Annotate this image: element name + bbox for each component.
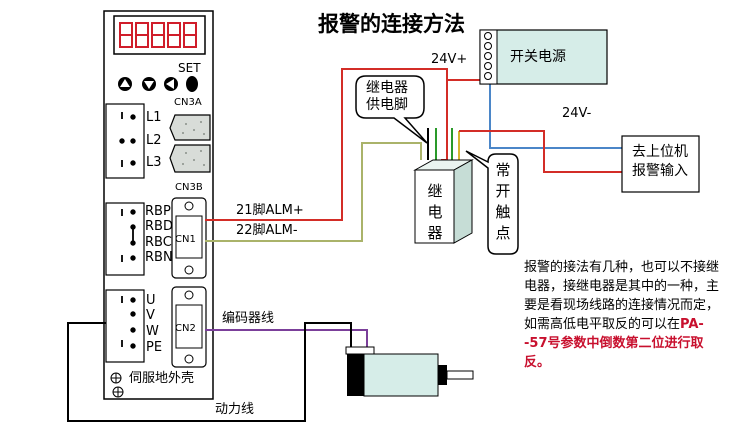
down-arrow-icon <box>144 81 154 89</box>
set-button[interactable] <box>186 76 198 92</box>
relay-pin-callout <box>355 75 428 144</box>
contact-callout-label: 常开触点 <box>495 161 511 242</box>
terminal-w: W <box>146 324 159 339</box>
terminal-l3: L3 <box>146 155 162 170</box>
terminal-rbd: RBD <box>145 219 173 234</box>
cn3b-label: CN3B <box>175 182 203 193</box>
alm-minus-label: 22脚ALM- <box>236 223 298 238</box>
note-highlight: PA--57号参数中倒数第二位进行取反。 <box>524 317 704 370</box>
up-arrow-icon <box>120 79 130 87</box>
switch-power-supply <box>479 29 608 85</box>
alm-minus-wire <box>205 142 422 242</box>
page-title: 报警的连接方法 <box>318 12 465 36</box>
keypad <box>118 76 198 92</box>
terminal-rbn: RBN <box>145 250 173 265</box>
terminal-l1: L1 <box>146 110 162 125</box>
note-text: 报警的接法有几种，也可以不接继电器，接继电器是其中的一种，主要是看现场线路的连接… <box>524 258 720 372</box>
cn1-label: CN1 <box>175 234 196 245</box>
motor-terminal-block <box>105 289 145 363</box>
upper-label-line2: 报警输入 <box>632 163 688 179</box>
terminal-l2: L2 <box>146 133 162 148</box>
terminal-v: V <box>146 308 155 323</box>
relay-body <box>413 159 474 244</box>
terminal-rbc: RBC <box>145 235 172 250</box>
led-display <box>119 22 197 48</box>
l-terminal-block <box>105 103 145 179</box>
24v-plus-label: 24V+ <box>431 52 468 67</box>
terminal-pe: PE <box>146 340 163 355</box>
terminal-rbp: RBP <box>145 204 171 219</box>
power-wire <box>67 322 352 422</box>
encoder-wire-label: 编码器线 <box>222 311 275 326</box>
relay-callout-line1: 继电器 <box>366 80 408 96</box>
note-body: 报警的接法有几种，也可以不接继电器，接继电器是其中的一种，主要是看现场线路的连接… <box>524 260 720 332</box>
encoder-wire <box>205 329 368 348</box>
24v-minus-label: 24V- <box>562 106 592 121</box>
left-arrow-icon <box>166 79 174 89</box>
relay-callout-line2: 供电脚 <box>366 97 408 113</box>
relay-label: 继电器 <box>427 182 443 242</box>
rb-terminal-block <box>105 202 145 276</box>
contact-callout <box>465 150 519 255</box>
terminal-u: U <box>146 293 156 308</box>
set-label: SET <box>178 61 201 75</box>
cn3a-label: CN3A <box>174 97 202 108</box>
alm-plus-label: 21脚ALM+ <box>236 203 304 218</box>
cn2-label: CN2 <box>175 323 196 334</box>
upper-controller-box <box>621 135 700 193</box>
upper-label-line1: 去上位机 <box>632 144 688 160</box>
ground-label: 伺服地外壳 <box>129 371 195 386</box>
servo-motor <box>345 346 474 397</box>
ground-icon <box>110 372 124 398</box>
power-wire-label: 动力线 <box>215 402 255 417</box>
power-supply-label: 开关电源 <box>510 49 566 65</box>
cn3-ports <box>169 114 211 173</box>
